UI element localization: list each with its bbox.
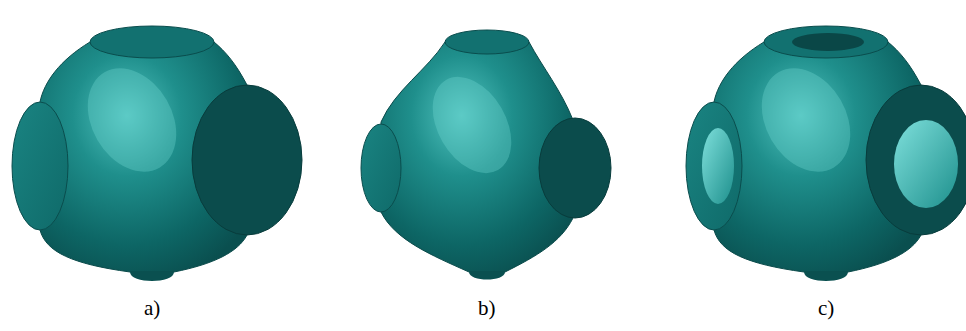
unit-cell-a	[12, 26, 302, 281]
panel-label: c)	[818, 298, 834, 319]
unit-cell-c	[686, 26, 966, 281]
panel-label: a)	[144, 298, 160, 319]
unit-cell-b	[361, 30, 611, 280]
panel-label: b)	[478, 298, 496, 319]
